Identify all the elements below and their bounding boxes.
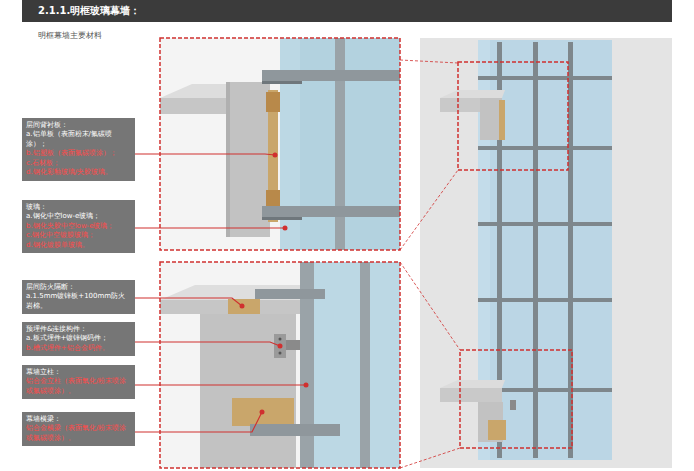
illustration-part — [478, 298, 612, 302]
illustration-part — [400, 262, 460, 350]
leader-line — [135, 342, 280, 346]
illustration-part — [510, 400, 516, 410]
leader-line — [135, 227, 285, 228]
callout-heading: 预埋件&连接构件： — [26, 325, 131, 334]
illustration-part — [160, 300, 300, 314]
illustration-part — [460, 350, 572, 448]
material-callout-box: 玻璃：a.钢化中空low-e玻璃；b.钢化夹胶中空low-e玻璃；c.钢化中空镀… — [22, 200, 135, 253]
illustration-part — [314, 262, 400, 468]
material-item: b.铝塑板（表面氟碳喷涂）； — [26, 149, 131, 158]
callout-heading: 层间防火隔断： — [26, 283, 131, 292]
illustration-part — [499, 100, 505, 140]
detail-top — [160, 38, 400, 250]
material-callout-box: 层间背衬板：a.铝单板（表面粉末/氟碳喷涂）；b.铝塑板（表面氟碳喷涂）；c.石… — [22, 118, 135, 181]
illustration-part — [440, 380, 505, 388]
material-item: 铝合金横梁（表面氧化/粉末喷涂或氟碳喷涂）。 — [26, 424, 131, 443]
material-item: a.铝单板（表面粉末/氟碳喷涂）； — [26, 130, 131, 149]
illustration-part — [478, 146, 612, 150]
illustration-part — [228, 299, 260, 314]
material-item: b.钢化夹胶中空low-e玻璃； — [26, 222, 131, 231]
illustration-part — [262, 70, 400, 81]
material-callout-box: 层间防火隔断：a.1.5mm镀锌板+100mm防火岩棉。 — [22, 280, 135, 314]
illustration-part — [200, 314, 296, 468]
illustration-part — [420, 38, 672, 468]
illustration-part — [488, 420, 506, 440]
illustration-part — [478, 76, 612, 80]
material-item: a.1.5mm镀锌板+100mm防火岩棉。 — [26, 292, 131, 311]
leader-dot — [240, 304, 245, 309]
material-item: a.板式埋件+镀锌钢码件； — [26, 334, 131, 343]
illustration-part — [160, 98, 232, 114]
illustration-part — [533, 42, 538, 458]
illustration-part — [286, 340, 300, 350]
material-item: b.槽式埋件+铝合金码件。 — [26, 344, 131, 353]
illustration-part — [458, 62, 568, 170]
illustration-part — [300, 38, 400, 250]
page-title: 2.1.1.明框玻璃幕墙： — [38, 0, 140, 22]
illustration-part — [335, 38, 345, 250]
illustration-part — [232, 398, 294, 426]
material-callout-box: 幕墙立柱：铝合金立柱（表面氧化/粉末喷涂或氟碳喷涂）。 — [22, 365, 135, 399]
tower-view — [420, 38, 672, 468]
callout-heading: 幕墙立柱： — [26, 368, 131, 377]
material-item: a.钢化中空low-e玻璃； — [26, 212, 131, 221]
subtitle-label: 明框幕墙主要材料 — [38, 30, 102, 41]
material-item: c.钢化中空镀膜玻璃； — [26, 231, 131, 240]
illustration-part — [440, 388, 502, 402]
illustration-part — [160, 262, 400, 468]
callout-heading: 幕墙横梁： — [26, 415, 131, 424]
illustration-part — [478, 222, 612, 226]
illustration-part — [160, 38, 400, 250]
leader-dot — [283, 226, 288, 231]
illustration-part — [160, 262, 400, 468]
material-callout-box: 幕墙横梁：铝合金横梁（表面氧化/粉末喷涂或氟碳喷涂）。 — [22, 412, 135, 446]
material-item: d.钢化镀膜单玻璃。 — [26, 241, 131, 250]
illustration-part — [274, 334, 286, 358]
leader-line — [135, 384, 306, 385]
leader-line — [135, 154, 275, 155]
illustration-part — [279, 338, 282, 341]
material-item: d.钢化彩釉玻璃/夹胶玻璃。 — [26, 168, 131, 177]
material-item: 铝合金立柱（表面氧化/粉末喷涂或氟碳喷涂）。 — [26, 377, 131, 396]
illustration-part — [226, 82, 230, 237]
illustration-part — [262, 81, 302, 84]
leader-line — [135, 412, 262, 432]
illustration-part — [255, 289, 325, 299]
callout-heading: 层间背衬板： — [26, 121, 131, 130]
callout-heading: 玻璃： — [26, 203, 131, 212]
illustration-part — [440, 90, 505, 98]
illustration-part — [400, 448, 460, 468]
illustration-part — [160, 38, 400, 250]
illustration-part — [360, 262, 370, 468]
leader-dot — [304, 383, 309, 388]
illustration-part — [250, 424, 340, 436]
detail-bottom — [160, 262, 400, 468]
illustration-part — [262, 206, 400, 217]
illustration-part — [400, 170, 458, 250]
leader-line — [135, 298, 242, 306]
illustration-part — [490, 40, 612, 460]
material-item: c.石材板； — [26, 159, 131, 168]
illustration-part — [400, 60, 458, 63]
leader-dot — [278, 344, 283, 349]
illustration-part — [262, 217, 302, 220]
illustration-part — [279, 352, 282, 355]
material-callout-box: 预埋件&连接构件：a.板式埋件+镀锌钢码件；b.槽式埋件+铝合金码件。 — [22, 322, 135, 356]
illustration-part — [480, 98, 502, 140]
leader-dot — [260, 410, 265, 415]
illustration-part — [266, 92, 280, 112]
leader-dot — [273, 153, 278, 158]
